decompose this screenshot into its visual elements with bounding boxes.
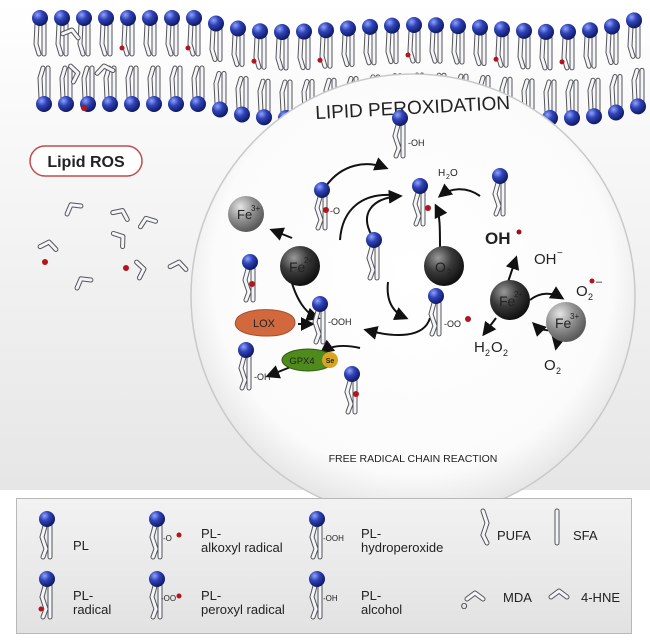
svg-text:2+: 2+ [514, 290, 523, 299]
membrane-radical-dot [185, 45, 191, 51]
fe3-label-b: Fe [555, 315, 572, 331]
legend-alcohol-1: PL- [361, 588, 382, 603]
membrane-radical-dot [559, 59, 565, 65]
legend-alkoxyl-2: alkoxyl radical [201, 540, 283, 555]
svg-text:O: O [450, 168, 458, 179]
fe3-label-a: Fe [237, 207, 252, 222]
membrane-radical-dot [119, 45, 125, 51]
lipid-ros-label: Lipid ROS [47, 154, 125, 171]
legend-icon-oo: -OO [161, 594, 176, 603]
oh-minus-label: OH [534, 251, 557, 268]
membrane-radical-dot [405, 52, 411, 58]
fe2-label-a: Fe [289, 259, 306, 275]
svg-text:3+: 3+ [570, 312, 579, 321]
hydroperoxide-label: -OOH [328, 317, 352, 327]
legend-alkoxyl-1: PL- [201, 526, 222, 541]
legend-icon-o: -O [163, 534, 172, 543]
legend-panel: -O -OOH -OO -OH O PL PL- alkoxyl radical… [16, 498, 632, 634]
svg-text:O: O [491, 339, 503, 356]
legend-icons: -O -OOH -OO -OH O [17, 508, 633, 635]
svg-text:2: 2 [447, 268, 452, 277]
svg-text:−: − [557, 248, 563, 259]
svg-text:2: 2 [446, 174, 450, 181]
membrane-radical-dot [251, 58, 257, 64]
alcohol-label-bottom: -OH [254, 372, 271, 382]
gpx4-label: GPX4 [289, 356, 314, 367]
svg-text:2: 2 [485, 348, 490, 358]
legend-4-hne: 4-HNE [581, 590, 621, 605]
lox-label: LOX [253, 318, 276, 330]
svg-text:2: 2 [588, 292, 593, 302]
membrane-radical-dot [317, 57, 323, 63]
legend-pl: PL [73, 538, 89, 553]
legend-radical-2: radical [73, 602, 112, 617]
oh-radical-label: OH [485, 229, 511, 248]
gpx4-enzyme: GPX4 Se [281, 348, 338, 372]
reaction-molecules: -OH -O -OOH -OO -OH [238, 110, 508, 412]
legend-peroxyl-1: PL- [201, 588, 222, 603]
superoxide-label: O [576, 283, 588, 300]
h2o-label: H [438, 168, 445, 179]
legend-mda: MDA [503, 590, 532, 605]
legend-icon-aldehyde: O [461, 602, 467, 611]
legend-pufa: PUFA [497, 528, 531, 543]
svg-text:–: – [596, 276, 603, 288]
lipid-bilayer-membrane [32, 10, 646, 126]
free-lipid-fragments [40, 28, 187, 288]
membrane-radical-dot [493, 56, 499, 62]
lox-enzyme: LOX [234, 309, 296, 337]
lipid-ros-label-group: Lipid ROS [29, 145, 143, 177]
se-label: Se [326, 358, 335, 365]
legend-radical-1: PL- [73, 588, 94, 603]
reactive-species-labels: OH OH − O 2 – H 2 O 2 O 2 H 2 O [438, 168, 603, 376]
legend-sfa: SFA [573, 528, 598, 543]
svg-text:3+: 3+ [251, 204, 260, 213]
diagram-subtitle: FREE RADICAL CHAIN REACTION [329, 453, 498, 465]
legend-hydroperoxide-1: PL- [361, 526, 382, 541]
svg-text:2: 2 [556, 366, 561, 376]
o2-center-label: O [435, 259, 446, 275]
o2-product-label: O [544, 357, 556, 374]
svg-text:2: 2 [503, 348, 508, 358]
h2o2-label: H [474, 339, 485, 356]
alkoxy-label: -O [330, 206, 340, 216]
iron-species: Fe 3+ Fe 2+ O 2 Fe 2+ Fe 3+ [228, 196, 586, 342]
legend-icon-ooh: -OOH [323, 534, 344, 543]
legend-icon-oh: -OH [323, 594, 338, 603]
legend-hydroperoxide-2: hydroperoxide [361, 540, 444, 555]
alcohol-label-top: -OH [408, 138, 425, 148]
legend-alcohol-2: alcohol [361, 602, 403, 617]
fe2-label-b: Fe [499, 293, 516, 309]
peroxyl-label: -OO [444, 319, 461, 329]
svg-text:2+: 2+ [304, 256, 313, 265]
legend-peroxyl-2: peroxyl radical [201, 602, 285, 617]
